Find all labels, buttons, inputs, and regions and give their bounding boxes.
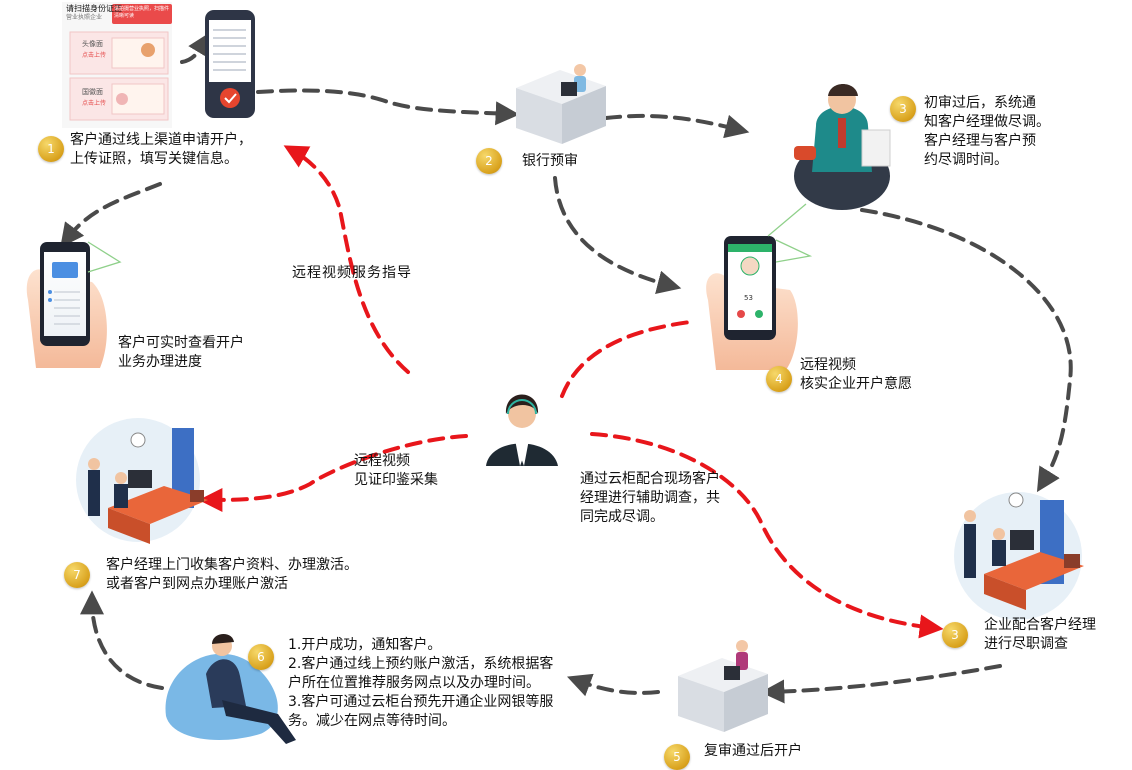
cloud-assist-note: 通过云柜配合现场客户 经理进行辅助调查，共 同完成尽调。 xyxy=(580,471,720,525)
step-6-text: 1.开户成功，通知客户。 2.客户通过线上预约账户激活，系统根据客 户所在位置推… xyxy=(288,637,554,729)
step-2-badge: 2 xyxy=(476,148,502,174)
red-arrow-to-step3b xyxy=(590,432,944,639)
arrow-step5-to-step6 xyxy=(567,673,660,697)
progress-note: 客户可实时查看开户 业务办理进度 xyxy=(118,335,244,370)
step-1-text: 客户通过线上渠道申请开户， 上传证照，填写关键信息。 xyxy=(70,132,252,167)
upload-back-label: 国徽面 xyxy=(82,88,103,96)
step-5-text: 复审通过后开户 xyxy=(704,743,802,759)
upload-front-label: 头像面 xyxy=(82,40,103,48)
account-manager-on-call xyxy=(794,84,891,210)
step-7-text: 客户经理上门收集客户资料、办理激活。 或者客户到网点办理账户激活 xyxy=(106,557,358,592)
red-flow-arrows xyxy=(198,145,944,639)
red-arrow-to-office xyxy=(198,434,468,512)
step-4-badge: 4 xyxy=(766,366,792,392)
callout-lines xyxy=(87,203,813,273)
office-scene-right xyxy=(954,492,1084,620)
customer-on-bean-bag xyxy=(165,633,296,744)
step-4-text: 远程视频 核实企业开户意愿 xyxy=(800,357,912,392)
step-7-badge: 7 xyxy=(64,562,90,588)
progress-phone-in-hand xyxy=(26,242,107,368)
red-arrow-to-step1 xyxy=(283,145,410,374)
upload-form-subtitle: 营业执照企业 xyxy=(66,14,103,21)
upload-back-hint: 点击上传 xyxy=(82,100,107,107)
remote-guide-note: 远程视频服务指导 xyxy=(292,265,412,281)
review-teller-desk xyxy=(678,640,768,732)
bank-teller-desk xyxy=(516,64,606,144)
video-verification-phone: 53 xyxy=(706,236,798,370)
mobile-application-phone xyxy=(205,10,255,118)
seal-collection-note: 远程视频 见证印鉴采集 xyxy=(354,453,438,488)
step-3b-badge: 3 xyxy=(942,622,968,648)
arrow-bank-to-video xyxy=(553,176,682,295)
call-amount-text: 53 xyxy=(744,294,753,302)
arrow-bank-to-manager xyxy=(604,113,750,139)
arrow-step6-to-step7 xyxy=(80,590,164,690)
upload-front-hint: 点击上传 xyxy=(82,52,107,59)
step-2-text: 银行预审 xyxy=(522,153,578,169)
step-5-badge: 5 xyxy=(664,744,690,770)
arrow-step1-to-progress xyxy=(60,182,162,248)
upload-form-illustration xyxy=(62,2,172,128)
step-3-badge: 3 xyxy=(890,96,916,122)
arrow-manager-to-office xyxy=(860,208,1073,493)
red-arrow-to-video xyxy=(560,320,692,398)
gray-flow-arrows xyxy=(60,31,1073,704)
upload-tooltip: 请拍摄营业执照，扫描件清晰可读 xyxy=(114,6,170,19)
call-center-agent xyxy=(486,394,558,466)
upload-form-title: 请扫描身份证正 xyxy=(66,4,122,13)
step-1-badge: 1 xyxy=(38,136,64,162)
office-scene-left xyxy=(76,418,208,544)
step-6-badge: 6 xyxy=(248,644,274,670)
arrow-step3-to-step5 xyxy=(760,664,1002,704)
step-3b-text: 企业配合客户经理 进行尽职调查 xyxy=(984,617,1096,652)
arrow-form-to-phone xyxy=(180,31,211,64)
step-3-text: 初审过后，系统通 知客户经理做尽调。 客户经理与客户预 约尽调时间。 xyxy=(924,95,1050,168)
arrow-phone-to-bank xyxy=(256,88,520,126)
